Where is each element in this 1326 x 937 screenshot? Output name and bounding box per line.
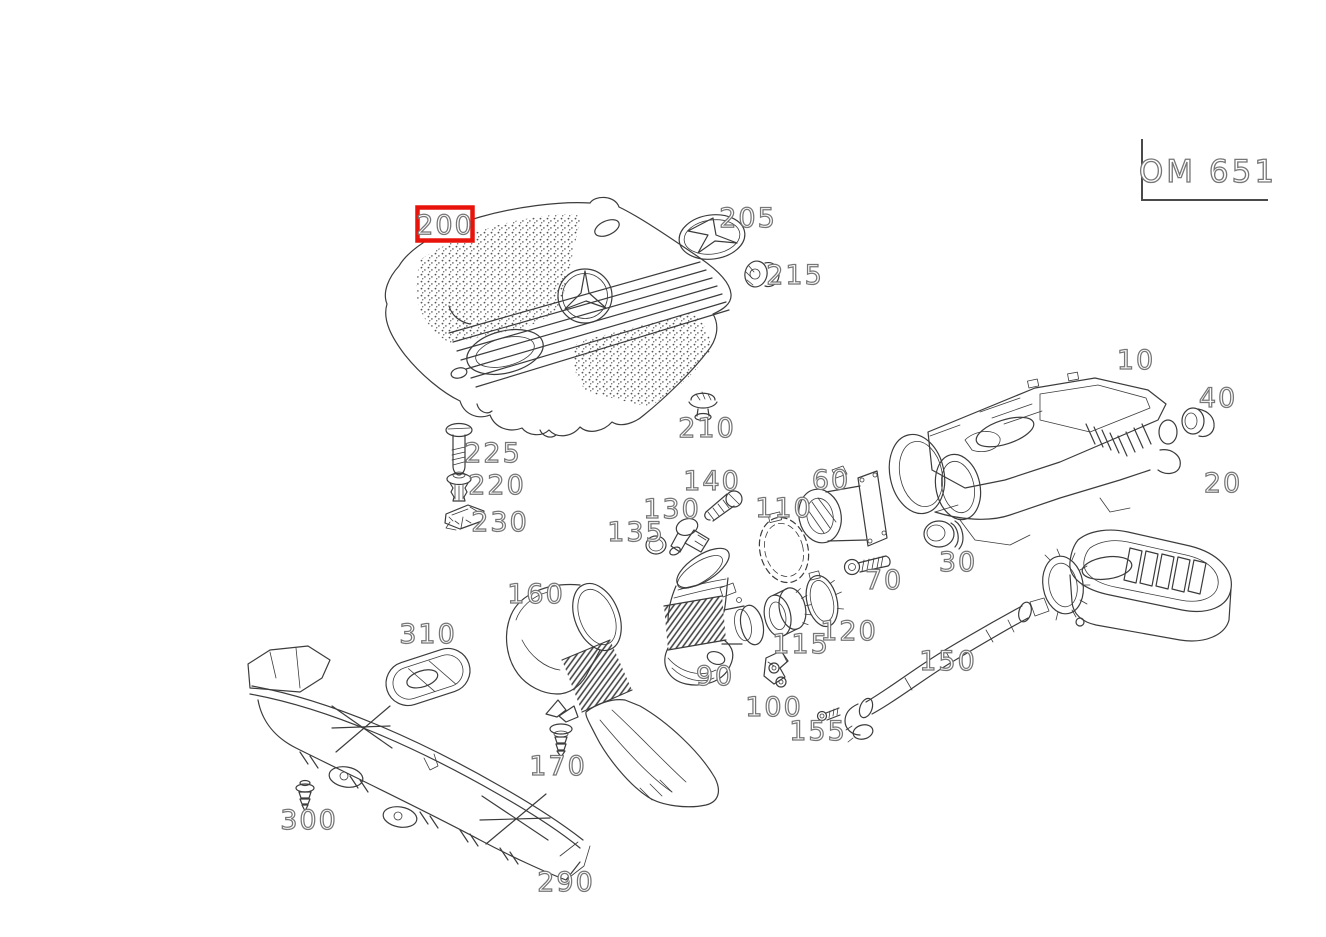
part-label-40[interactable]: 40 — [1198, 382, 1237, 414]
part-label-70[interactable]: 70 — [864, 564, 903, 596]
part-sensor-130 — [669, 517, 710, 556]
part-star-emblem — [678, 214, 746, 260]
engine-code-border — [1141, 139, 1268, 201]
part-label-110[interactable]: 110 — [755, 492, 813, 524]
part-bolt-70 — [843, 555, 891, 576]
part-screw-155 — [816, 707, 841, 722]
part-sensor-housing-60 — [798, 465, 888, 547]
part-labels: 200 205 215 210 225 220 230 10 40 20 30 … — [280, 202, 1242, 898]
part-label-120[interactable]: 120 — [820, 615, 878, 647]
part-intake-elbow-90 — [663, 547, 765, 686]
part-bracket-100 — [763, 650, 789, 688]
part-grommet-40 — [1181, 407, 1215, 438]
engine-code-label: OM 651 — [1139, 154, 1277, 190]
part-label-115[interactable]: 115 — [772, 628, 830, 660]
part-clip-170 — [545, 699, 579, 758]
part-label-230[interactable]: 230 — [471, 506, 529, 538]
part-label-60[interactable]: 60 — [811, 464, 850, 496]
part-label-155[interactable]: 155 — [789, 715, 847, 747]
part-air-duct-160 — [505, 582, 719, 808]
part-grommet-210 — [688, 391, 718, 422]
part-seal-135 — [645, 535, 667, 555]
part-screw-225 — [445, 422, 473, 476]
part-clip-300 — [295, 779, 315, 812]
part-cowl-panel-290 — [247, 645, 591, 881]
part-air-filter-housing — [888, 371, 1181, 546]
part-label-10[interactable]: 10 — [1116, 344, 1155, 376]
selected-part-highlight — [415, 205, 475, 243]
part-label-300[interactable]: 300 — [280, 804, 338, 836]
part-hose-150 — [844, 597, 1050, 743]
part-rivet-220 — [446, 471, 472, 502]
part-label-200[interactable]: 200 — [416, 209, 474, 241]
part-label-215[interactable]: 215 — [766, 259, 824, 291]
part-grille-310 — [385, 647, 471, 707]
part-label-100[interactable]: 100 — [745, 691, 803, 723]
part-label-130[interactable]: 130 — [643, 493, 701, 525]
part-label-205[interactable]: 205 — [719, 202, 777, 234]
part-clamp-110 — [758, 511, 810, 584]
part-clamp-120 — [805, 570, 844, 628]
part-label-150[interactable]: 150 — [919, 645, 977, 677]
part-engine-cover — [384, 196, 732, 438]
part-label-210[interactable]: 210 — [678, 412, 736, 444]
part-label-140[interactable]: 140 — [683, 465, 741, 497]
part-grommet-30 — [923, 520, 964, 550]
part-air-filter-element — [1042, 529, 1232, 642]
part-label-220[interactable]: 220 — [468, 469, 526, 501]
part-label-30[interactable]: 30 — [938, 546, 977, 578]
part-label-310[interactable]: 310 — [399, 618, 457, 650]
part-label-20[interactable]: 20 — [1203, 467, 1242, 499]
part-label-290[interactable]: 290 — [537, 866, 595, 898]
part-label-160[interactable]: 160 — [507, 578, 565, 610]
part-label-225[interactable]: 225 — [464, 437, 522, 469]
engine-code-box: OM 651 — [1138, 139, 1277, 201]
part-screw-140 — [704, 490, 743, 522]
part-bracket-230 — [444, 504, 485, 531]
part-label-170[interactable]: 170 — [529, 750, 587, 782]
part-label-90[interactable]: 90 — [695, 660, 734, 692]
part-label-135[interactable]: 135 — [607, 516, 665, 548]
part-clip-215 — [744, 260, 780, 288]
